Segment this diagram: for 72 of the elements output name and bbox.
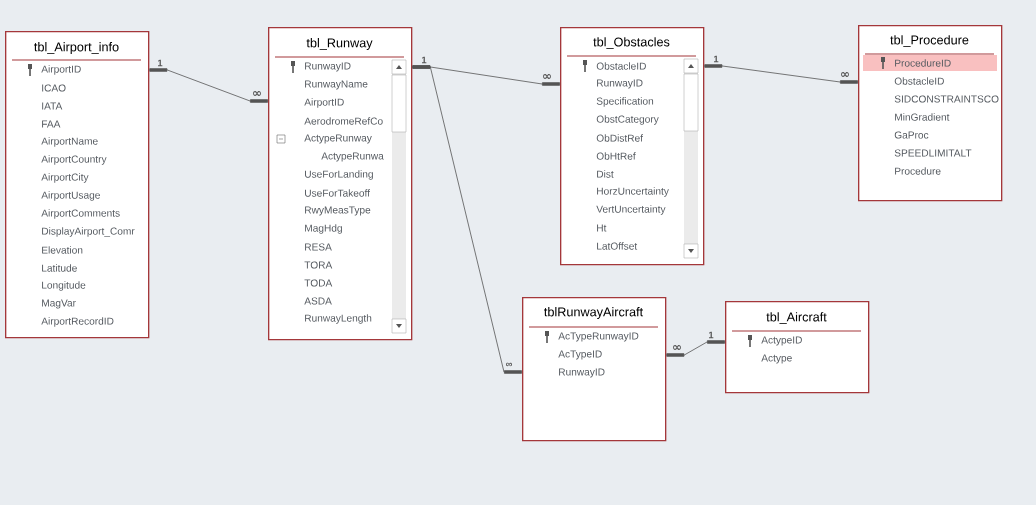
- table-title: tbl_Airport_info: [34, 42, 119, 54]
- relationship-line: [149, 68, 268, 103]
- field-name: AcTypeID: [558, 350, 602, 360]
- cardinality-label: 1: [714, 55, 719, 63]
- field-name: Latitude: [42, 264, 77, 272]
- field-name: MagHdg: [305, 224, 342, 234]
- field-name: RwyMeasType: [305, 206, 371, 216]
- field-name: ActypeRunwa: [321, 152, 384, 162]
- field-name: TODA: [304, 279, 333, 287]
- field-name: ICAO: [42, 84, 66, 92]
- field-name: AirportName: [41, 137, 98, 147]
- field-name: Ht: [597, 224, 607, 232]
- field-name: ObHtRef: [596, 152, 636, 160]
- field-name: ASDA: [304, 297, 332, 305]
- cardinality-label: 1: [422, 56, 427, 64]
- table-title: tbl_Runway: [306, 38, 373, 50]
- cardinality-label: ∞: [841, 71, 849, 77]
- field-name: AirportCountry: [41, 155, 107, 165]
- field-name: SIDCONSTRAINTSCO: [894, 95, 999, 103]
- field-name: ActypeID: [761, 336, 802, 346]
- field-name: MagVar: [42, 299, 76, 309]
- cardinality-label: 1: [709, 331, 714, 339]
- table-title: tbl_Procedure: [890, 35, 969, 47]
- relationship-line: [704, 64, 858, 84]
- field-name: RunwayLength: [305, 314, 372, 324]
- field-name: Dist: [597, 170, 614, 178]
- cardinality-label: ∞: [543, 73, 551, 79]
- field-name: RunwayID: [559, 368, 605, 378]
- field-name: ObstacleID: [894, 77, 944, 85]
- field-name: IATA: [42, 102, 63, 110]
- table-title: tblRunwayAircraft: [544, 307, 644, 319]
- field-name: ObstCategory: [596, 115, 659, 125]
- field-name: AerodromeRefCo: [304, 117, 383, 125]
- field-name: Specification: [596, 97, 654, 107]
- field-name: ObstacleID: [596, 62, 646, 70]
- table-title: tbl_Obstacles: [593, 37, 670, 49]
- field-name: DisplayAirport_Comr: [42, 227, 135, 237]
- field-name: ObDistRef: [596, 134, 643, 142]
- field-name: AirportCity: [41, 173, 89, 183]
- field-name: TORA: [304, 261, 333, 269]
- cardinality-label: ∞: [673, 344, 681, 350]
- field-name: AirportID: [304, 98, 344, 108]
- field-name: RESA: [305, 243, 332, 251]
- field-name: RunwayID: [305, 62, 351, 72]
- field-name: RunwayName: [305, 80, 368, 90]
- field-name: RunwayID: [597, 79, 643, 89]
- field-name: AirportComments: [41, 209, 120, 219]
- cardinality-label: ∞: [506, 362, 512, 367]
- field-name: Elevation: [42, 246, 83, 254]
- field-name: UseForLanding: [305, 170, 373, 180]
- field-name: AirportRecordID: [41, 317, 114, 327]
- field-name: UseForTakeoff: [305, 189, 370, 197]
- field-name: VertUncertainty: [596, 205, 666, 215]
- cardinality-label: 1: [158, 59, 163, 67]
- field-name: Longitude: [42, 281, 86, 291]
- cardinality-label: ∞: [253, 90, 261, 96]
- field-name: ProcedureID: [895, 59, 951, 67]
- relationship-line: [412, 65, 522, 374]
- field-name: SPEEDLIMITALT: [894, 149, 972, 157]
- field-name: ActypeRunway: [304, 134, 372, 144]
- field-name: MinGradient: [895, 113, 950, 121]
- field-name: AcTypeRunwayID: [558, 332, 639, 342]
- field-name: AirportUsage: [41, 191, 100, 201]
- table-title: tbl_Aircraft: [766, 312, 827, 324]
- field-name: AirportID: [41, 65, 81, 75]
- field-name: HorzUncertainty: [597, 187, 669, 197]
- field-name: FAA: [42, 120, 61, 128]
- field-name: GaProc: [894, 131, 929, 139]
- field-name: Procedure: [895, 167, 941, 175]
- field-name: LatOffset: [597, 242, 638, 250]
- field-name: Actype: [761, 354, 792, 364]
- relationship-line: [666, 340, 725, 357]
